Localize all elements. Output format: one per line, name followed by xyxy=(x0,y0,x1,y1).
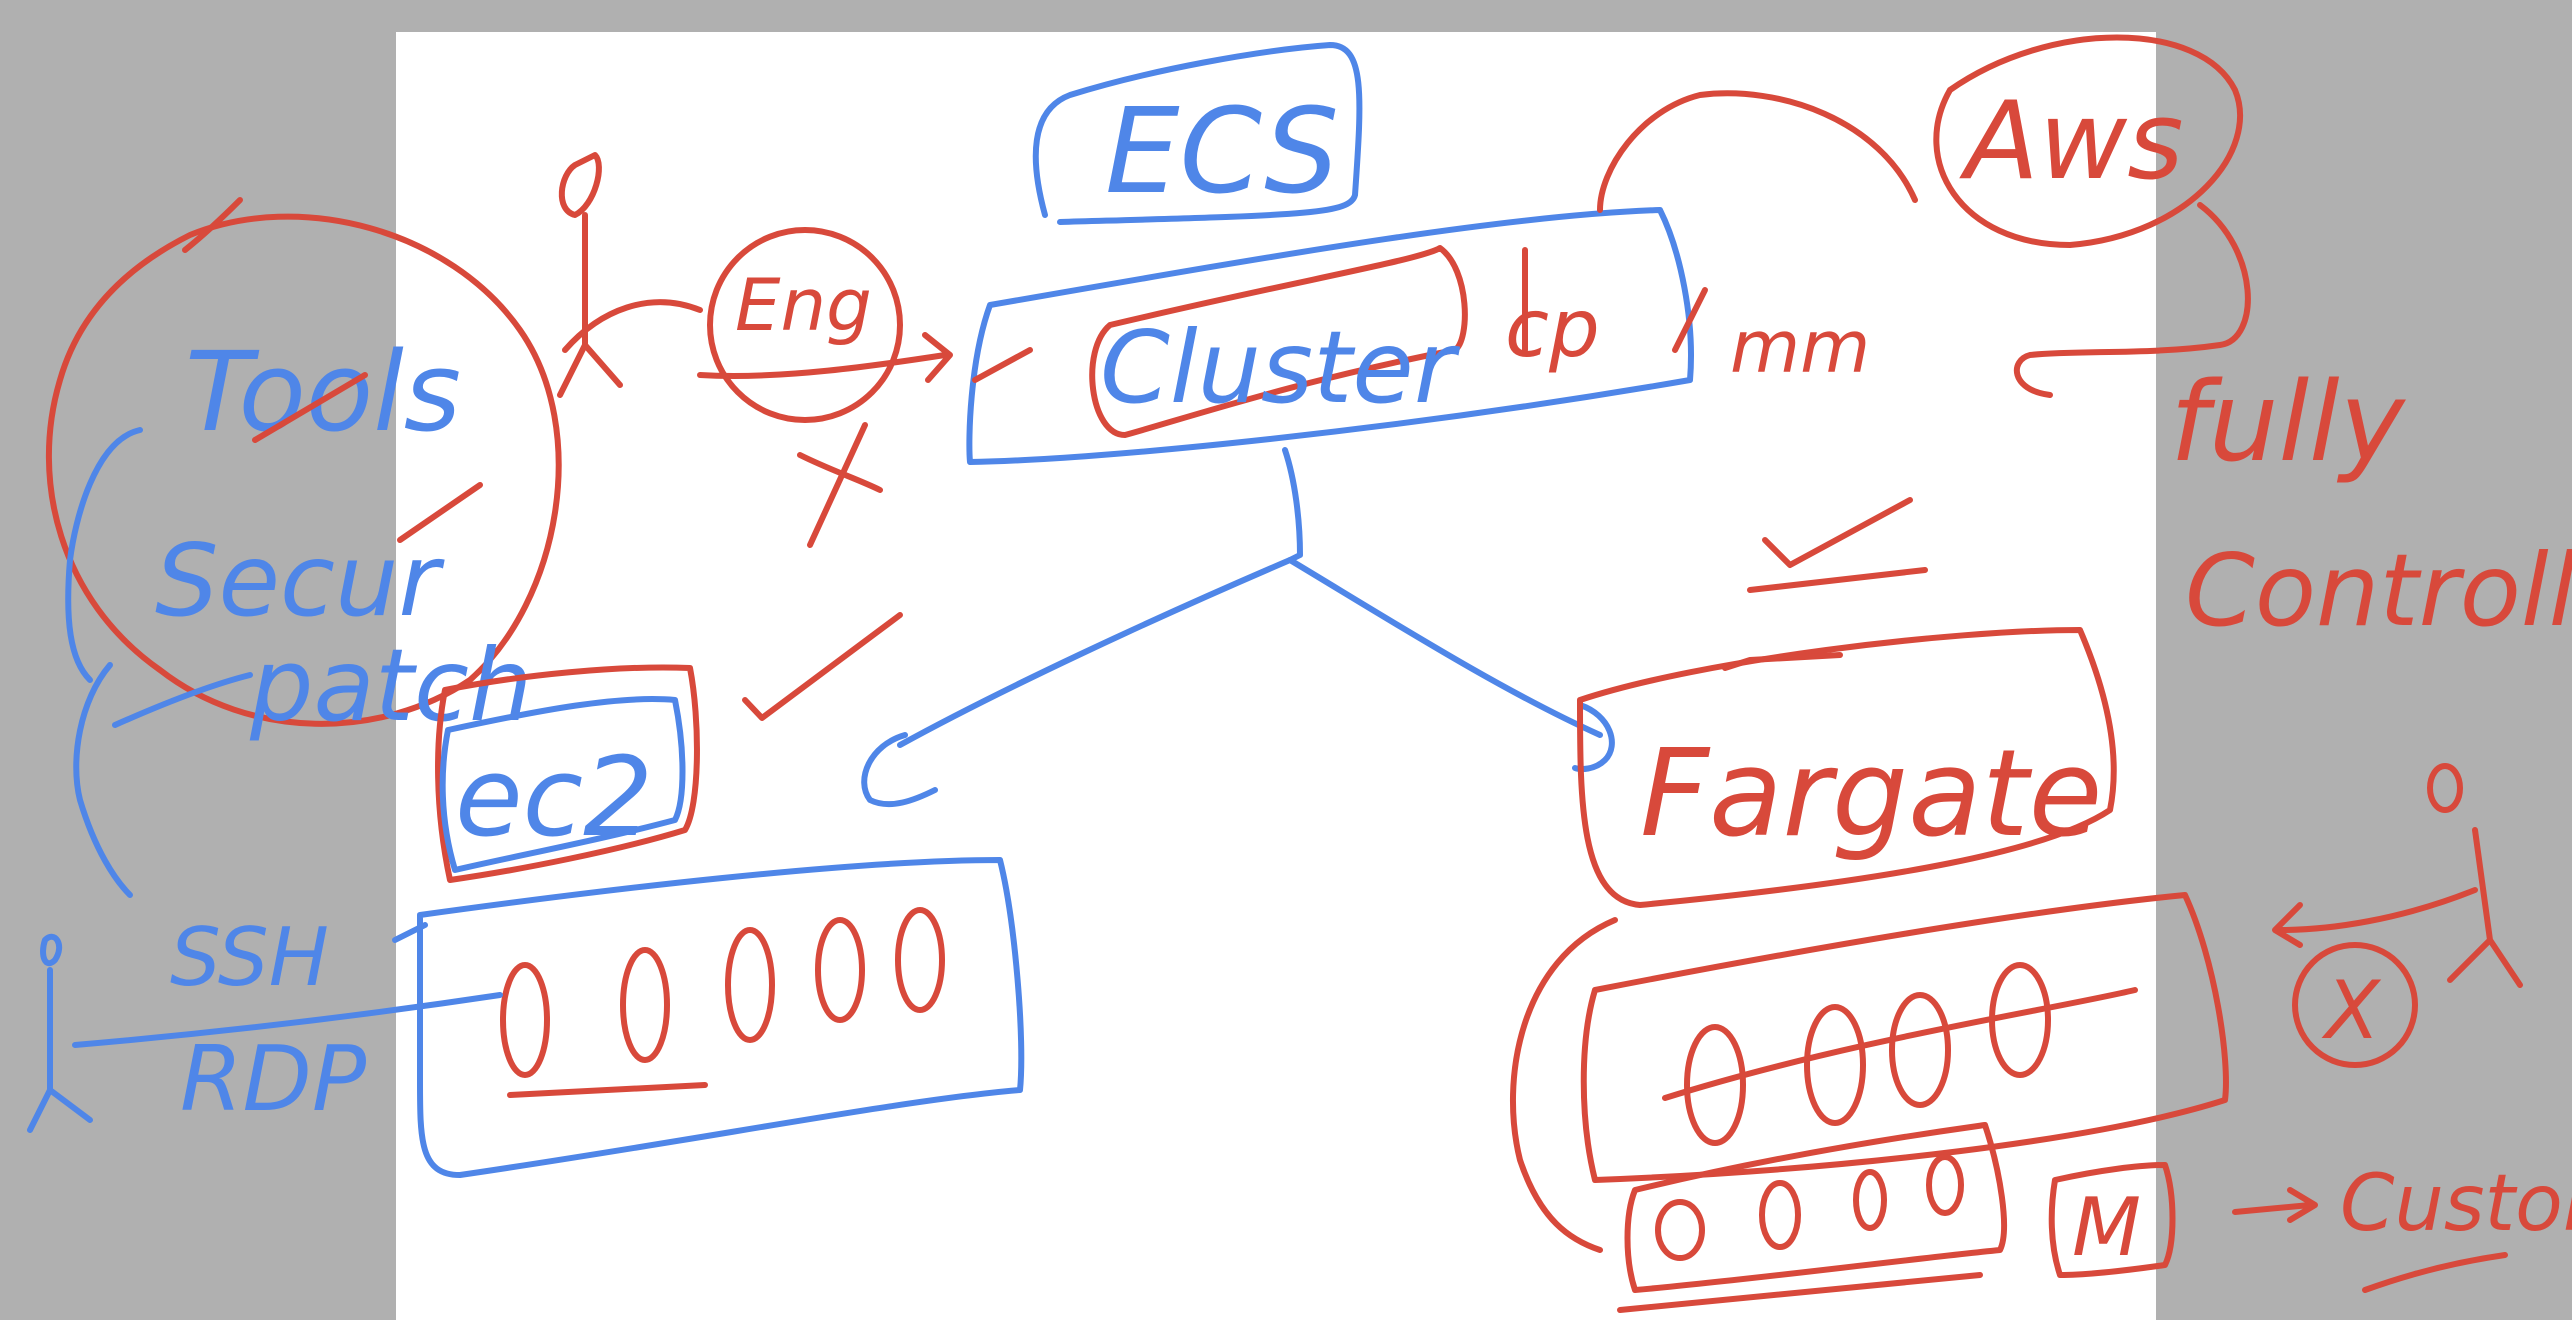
aws-curl-right xyxy=(2013,202,2251,398)
m-arrow xyxy=(2232,1187,2318,1223)
ec2-instance-5 xyxy=(895,907,945,1013)
rdp-label: RDP xyxy=(180,1027,367,1132)
ssh-label: SSH xyxy=(170,911,329,1004)
cluster-box xyxy=(966,207,1694,465)
ec2-instance-4 xyxy=(815,917,865,1023)
tools-circle xyxy=(45,213,562,727)
ec2-instance-1 xyxy=(500,962,550,1078)
fargate-box xyxy=(1577,627,2117,908)
mm-slash xyxy=(1672,287,1708,353)
patch-label: patch xyxy=(249,627,532,744)
ec2-instance-ovals xyxy=(500,907,945,1078)
controll-label: Controll xyxy=(2185,532,2572,649)
fargate-instances-box xyxy=(1580,892,2229,1183)
engineer-head xyxy=(558,152,602,218)
cluster-highlight xyxy=(1089,245,1468,438)
aws-label: Aws xyxy=(1959,79,2183,204)
engineer-body xyxy=(557,212,703,398)
user-stick-figure xyxy=(27,933,93,1133)
m-box xyxy=(2048,1162,2176,1278)
custom-label-underline xyxy=(2362,1252,2508,1293)
custom-instance-4 xyxy=(1926,1154,1964,1216)
fargate-instance-2 xyxy=(1804,1004,1866,1126)
deny-x-label: X xyxy=(2321,964,2382,1057)
custom-label: Custom xyxy=(2340,1159,2572,1249)
branch-left xyxy=(897,557,1293,748)
custom-underline xyxy=(1617,1272,1983,1313)
ec2-instance-2 xyxy=(620,947,670,1063)
fargate-check xyxy=(1747,497,1928,593)
cp-label: cp xyxy=(1505,282,1600,375)
ec2-instances-underline xyxy=(507,1082,708,1098)
fargate-instance-3 xyxy=(1889,992,1951,1108)
tools-topmark xyxy=(182,197,243,253)
patch-mark xyxy=(397,482,483,543)
tools-bracket xyxy=(65,427,143,683)
secur-label: Secur xyxy=(155,522,445,639)
ec2-instance-3 xyxy=(725,927,775,1043)
eng-arrow xyxy=(697,332,953,383)
patch-arrow xyxy=(112,672,253,728)
ssh-to-box xyxy=(392,922,428,943)
custom-instance-3 xyxy=(1853,1169,1887,1231)
eng-cross xyxy=(797,422,883,548)
aws-to-cluster-arc xyxy=(1597,90,1918,213)
custom-instance-1 xyxy=(1655,1199,1705,1261)
user-body-right xyxy=(2447,827,2523,988)
custom-instance-2 xyxy=(1759,1180,1801,1250)
fargate-outer-arc xyxy=(1509,917,1618,1253)
ec2-instances-box xyxy=(416,857,1025,1178)
fargate-strike xyxy=(1662,987,2138,1101)
tools-label: Tools xyxy=(185,328,461,456)
ec2-inner-box xyxy=(439,696,686,873)
ecs-label: ECS xyxy=(1105,82,1339,220)
user-arrow-right xyxy=(2272,887,2478,948)
custom-instances-box xyxy=(1624,1122,2007,1293)
ssh-rdp-line xyxy=(72,992,503,1048)
branch-right xyxy=(1287,557,1603,738)
user-head-right xyxy=(2427,763,2463,813)
ecs-outline xyxy=(1032,42,1363,225)
ec2-label: ec2 xyxy=(455,733,653,861)
custom-instance-ovals xyxy=(1655,1154,1964,1261)
ec2-check xyxy=(742,612,903,721)
m-label: M xyxy=(2072,1181,2141,1274)
eng-to-cluster-tick xyxy=(972,347,1033,383)
canvas-area xyxy=(396,32,2156,1320)
ec2-outer-box xyxy=(435,664,700,883)
cluster-stem xyxy=(1282,447,1303,563)
eng-label: Eng xyxy=(735,263,872,347)
mm-label: mm xyxy=(1730,305,1870,389)
cluster-label: Cluster xyxy=(1100,309,1461,426)
fargate-top-tick xyxy=(1722,652,1843,671)
fargate-instance-1 xyxy=(1684,1024,1746,1146)
branch-left-head xyxy=(861,732,938,808)
fargate-label: Fargate xyxy=(1640,725,2102,864)
fully-label: fully xyxy=(2170,358,2407,486)
tools-underline xyxy=(252,372,368,443)
deny-circle xyxy=(2292,942,2418,1068)
eng-circle xyxy=(707,227,903,423)
tools-bracket-lower xyxy=(73,662,133,898)
aws-oval xyxy=(1933,34,2243,248)
